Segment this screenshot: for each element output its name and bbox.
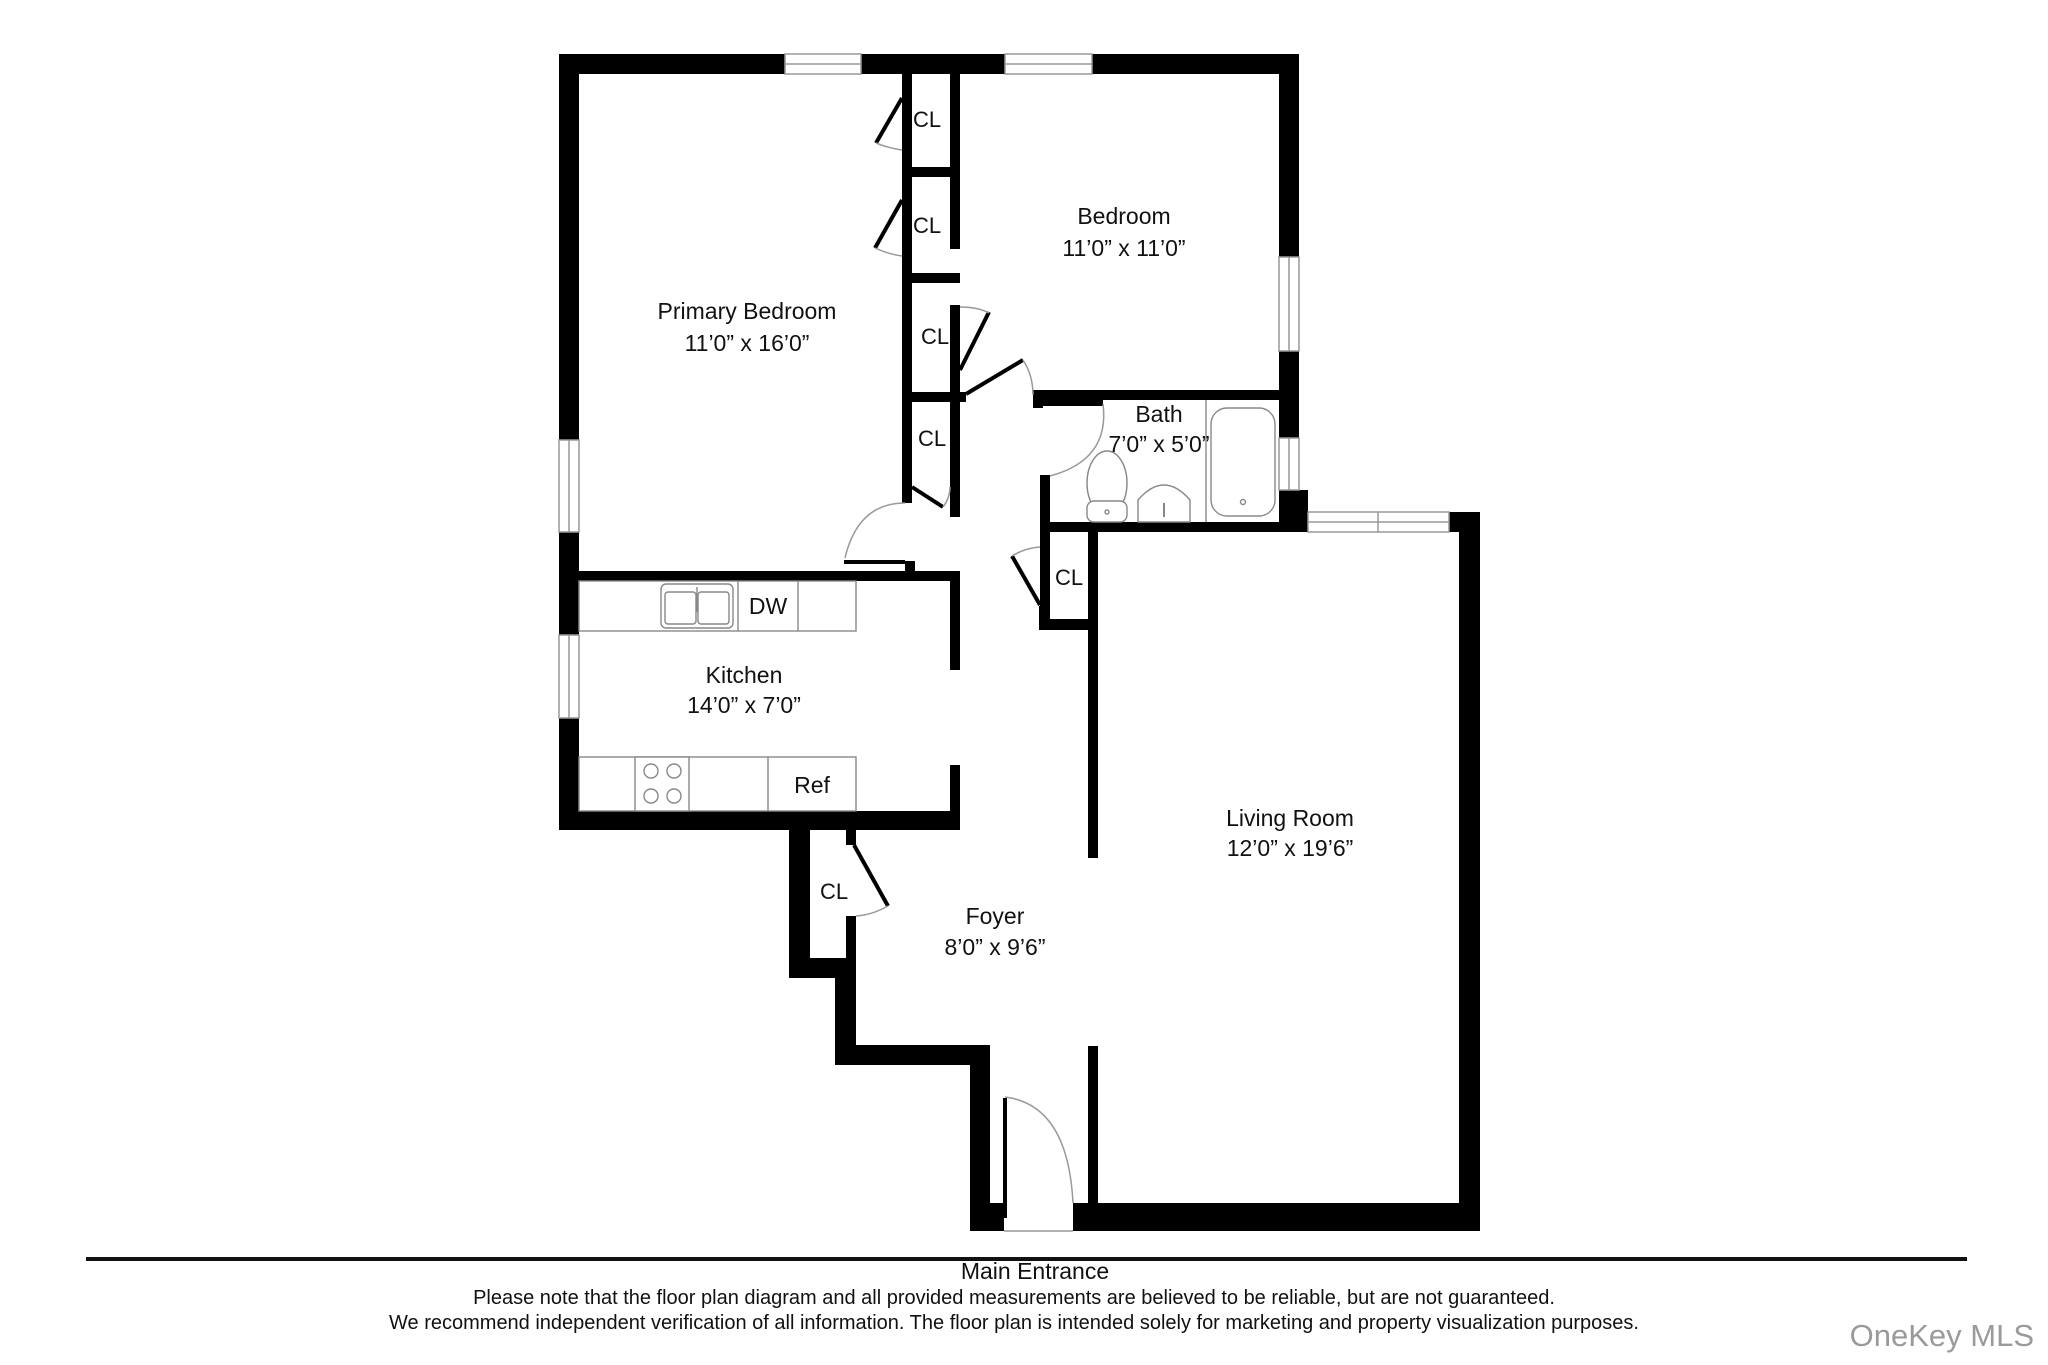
- window-living-top: [1307, 511, 1450, 533]
- closet-label: CL: [913, 107, 941, 132]
- room-dims-kitchen: 14’0” x 7’0”: [687, 692, 801, 718]
- sink-icon: [660, 583, 734, 629]
- closet-label: CL: [820, 879, 848, 904]
- room-name-bath: Bath: [1135, 401, 1182, 427]
- window-primary-top: [784, 53, 862, 75]
- room-labels: Primary Bedroom 11’0” x 16’0” Bedroom 11…: [658, 203, 1354, 960]
- room-name-primary-bedroom: Primary Bedroom: [658, 298, 837, 324]
- door-main-entrance: [990, 1096, 1074, 1232]
- stove-icon: [634, 756, 690, 812]
- room-dims-bath: 7’0” x 5’0”: [1109, 431, 1210, 457]
- door-bedroom: [964, 358, 1034, 396]
- room-dims-bedroom: 11’0” x 11’0”: [1062, 235, 1185, 261]
- closet-label: CL: [913, 213, 941, 238]
- room-name-foyer: Foyer: [966, 903, 1025, 929]
- bathtub-icon: [1210, 407, 1276, 517]
- disclaimer-line-2: We recommend independent verification of…: [389, 1312, 1639, 1334]
- window-kitchen-left: [558, 634, 580, 719]
- room-dims-foyer: 8’0” x 9’6”: [945, 934, 1046, 960]
- room-name-bedroom: Bedroom: [1077, 203, 1170, 229]
- closet-label: CL: [921, 324, 949, 349]
- door-closet-3: [958, 306, 991, 371]
- window-bedroom-right: [1278, 256, 1300, 352]
- onekey-mls-watermark: OneKey MLS: [1849, 1318, 2034, 1353]
- toilet-icon: [1086, 450, 1128, 523]
- appliance-labels: DW Ref: [749, 593, 831, 798]
- window-bath-right: [1278, 437, 1300, 491]
- doors: [844, 74, 1105, 1232]
- footer-divider: [86, 1257, 1967, 1261]
- closet-label: CL: [1055, 565, 1083, 590]
- refrigerator-label: Ref: [794, 772, 830, 798]
- bath-fixtures: [1086, 400, 1276, 523]
- bath-sink-icon: [1137, 484, 1191, 523]
- door-foyer-closet: [852, 844, 890, 917]
- room-dims-living-room: 12’0” x 19’6”: [1227, 835, 1354, 861]
- walls: [559, 54, 1480, 1231]
- room-name-kitchen: Kitchen: [706, 662, 783, 688]
- window-primary-left: [558, 439, 580, 533]
- closet-label: CL: [918, 426, 946, 451]
- door-closet-2: [873, 199, 904, 257]
- door-bath: [1049, 403, 1105, 477]
- door-living-closet: [1010, 546, 1042, 606]
- kitchen-counters: [578, 580, 857, 812]
- room-name-living-room: Living Room: [1226, 805, 1354, 831]
- windows: [558, 53, 1450, 719]
- door-primary-bedroom: [844, 502, 906, 559]
- door-closet-1: [874, 74, 912, 167]
- window-bedroom-top: [1004, 53, 1093, 75]
- disclaimer-line-1: Please note that the floor plan diagram …: [473, 1287, 1555, 1309]
- main-entrance-label: Main Entrance: [961, 1258, 1109, 1284]
- dishwasher-label: DW: [749, 593, 788, 619]
- room-dims-primary-bedroom: 11’0” x 16’0”: [685, 330, 810, 356]
- door-closet-4: [910, 485, 951, 509]
- closet-labels: CL CL CL CL CL CL: [820, 107, 1083, 904]
